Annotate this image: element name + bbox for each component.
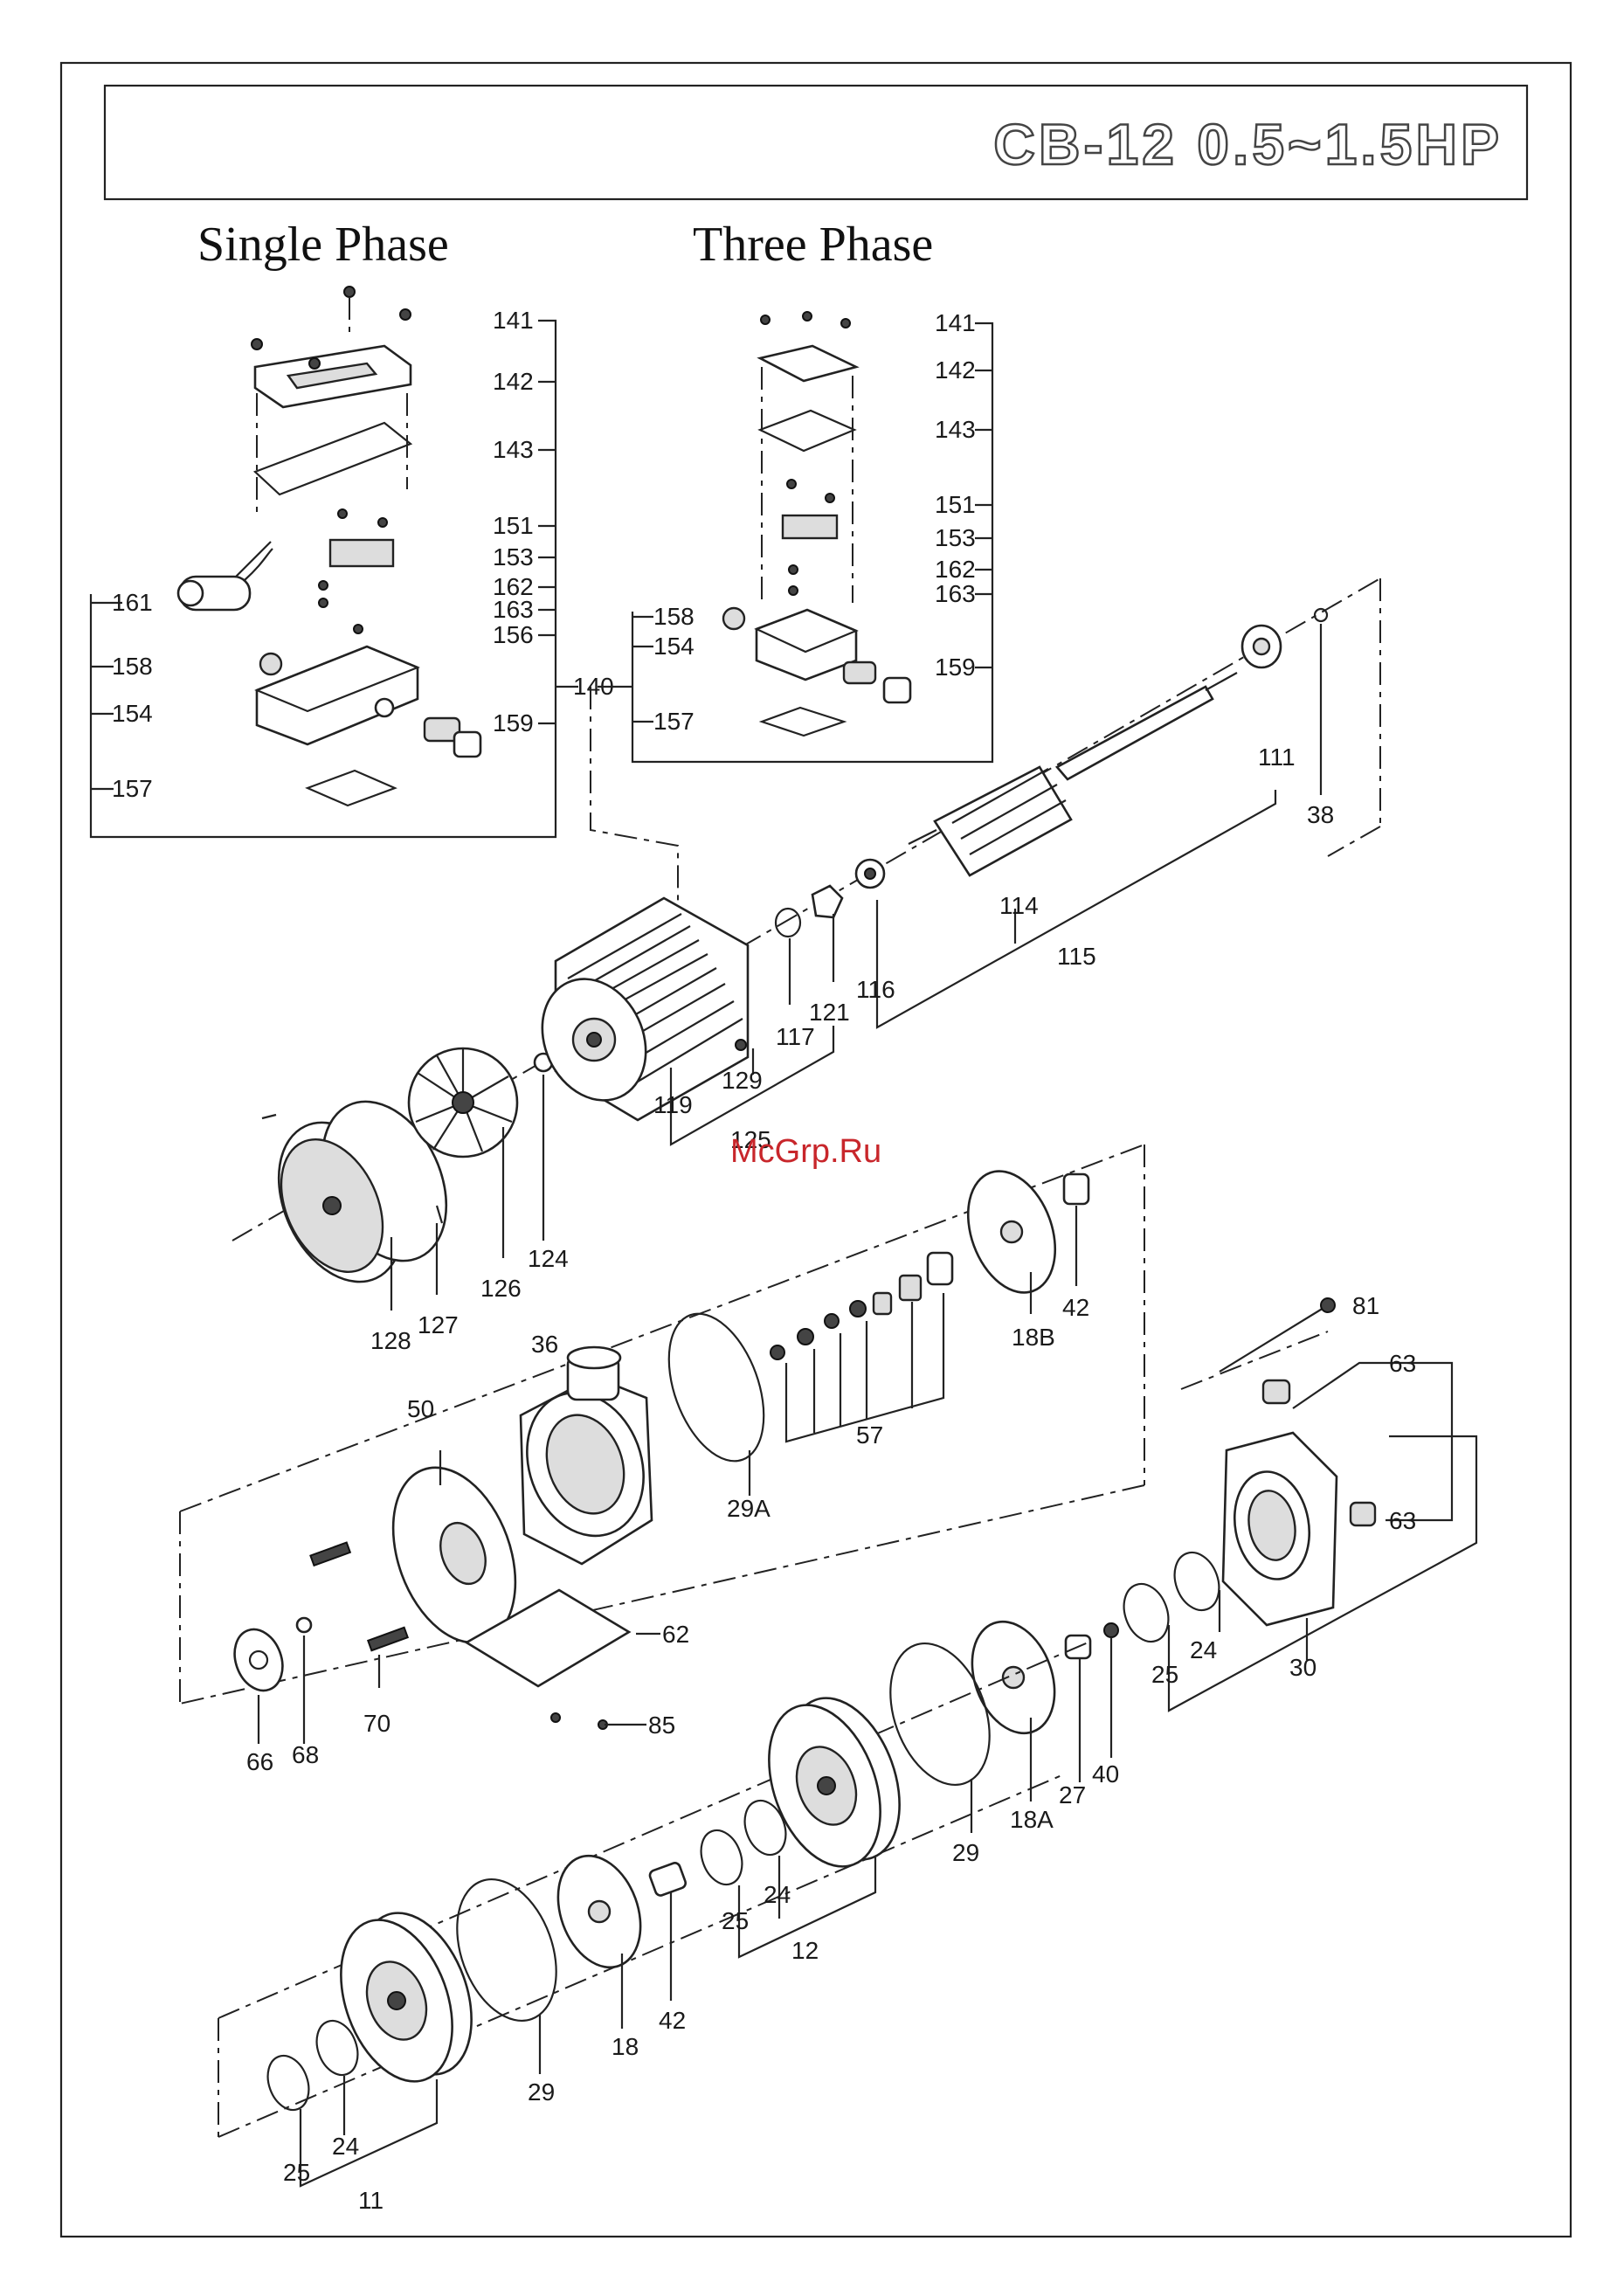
callout-42-top: 42 (1062, 1294, 1089, 1321)
motor-callouts: 111 38 114 115 116 121 117 129 119 125 1… (370, 743, 1334, 1354)
motor-housing (523, 898, 748, 1120)
callout-29-mid: 29 (528, 2078, 555, 2106)
fan-impeller (409, 1048, 517, 1157)
callout-18A: 18A (1010, 1806, 1054, 1833)
callout-27: 27 (1059, 1781, 1086, 1808)
callout-70: 70 (363, 1710, 390, 1737)
callout-153-three: 153 (935, 524, 976, 551)
callout-63-bottom: 63 (1389, 1507, 1416, 1534)
callout-161-single: 161 (112, 589, 153, 616)
callout-151-three: 151 (935, 491, 976, 518)
callout-142-three: 142 (935, 356, 976, 384)
callout-117: 117 (776, 1023, 815, 1050)
callout-157-single: 157 (112, 775, 153, 802)
callout-142-single: 142 (493, 368, 534, 395)
callout-62: 62 (662, 1621, 689, 1648)
callout-24-right: 24 (1190, 1636, 1217, 1663)
callout-50: 50 (407, 1395, 434, 1422)
callout-85: 85 (648, 1712, 675, 1739)
callout-111: 111 (1258, 743, 1296, 771)
callout-57: 57 (856, 1421, 883, 1449)
callout-126: 126 (480, 1275, 522, 1302)
callout-159-single: 159 (493, 709, 534, 737)
callout-18B: 18B (1012, 1324, 1055, 1351)
callout-163-three: 163 (935, 580, 976, 607)
callout-36: 36 (531, 1331, 558, 1358)
callout-124: 124 (528, 1245, 569, 1272)
callout-30: 30 (1289, 1654, 1316, 1681)
callout-18: 18 (612, 2033, 639, 2060)
callout-116: 116 (856, 976, 895, 1003)
callout-66: 66 (246, 1748, 273, 1775)
callout-24-mid: 24 (764, 1881, 791, 1908)
callout-11: 11 (358, 2187, 384, 2214)
callout-127: 127 (418, 1311, 459, 1338)
callout-119: 119 (653, 1091, 693, 1118)
callout-24-low: 24 (332, 2133, 359, 2160)
callout-159-three: 159 (935, 654, 976, 681)
callout-25-right: 25 (1151, 1661, 1178, 1688)
callout-114: 114 (999, 892, 1039, 919)
callout-163-single: 163 (493, 596, 534, 623)
callout-38: 38 (1307, 801, 1334, 828)
callout-115: 115 (1057, 943, 1096, 970)
callout-157-three: 157 (653, 708, 695, 735)
callout-143-three: 143 (935, 416, 976, 443)
callout-121: 121 (809, 999, 850, 1026)
callout-25-mid: 25 (722, 1907, 749, 1934)
callout-143-single: 143 (493, 436, 534, 463)
rotor-shaft (909, 673, 1237, 875)
callout-25-low: 25 (283, 2159, 310, 2186)
callout-129: 129 (722, 1067, 763, 1094)
callout-154-single: 154 (112, 700, 153, 727)
callout-162-three: 162 (935, 556, 976, 583)
pump-head-callouts: 18B 42 57 36 29A 50 62 85 66 68 70 (246, 1294, 1089, 1775)
callout-156-single: 156 (493, 621, 534, 648)
callout-151-single: 151 (493, 512, 534, 539)
callout-63-top: 63 (1389, 1350, 1416, 1377)
callout-40: 40 (1092, 1760, 1119, 1788)
watermark: McGrp.Ru (730, 1133, 881, 1170)
callout-81: 81 (1352, 1292, 1379, 1319)
callout-29-right: 29 (952, 1839, 979, 1866)
pump-casing (508, 1347, 663, 1564)
model-title: CB-12 0.5~1.5HP (993, 112, 1503, 176)
callout-158-single: 158 (112, 653, 153, 680)
suction-cover-group (872, 1298, 1476, 1833)
callout-42-bottom: 42 (659, 2007, 686, 2034)
callout-128: 128 (370, 1327, 411, 1354)
callout-29A: 29A (727, 1495, 771, 1522)
callout-153-single: 153 (493, 543, 534, 571)
callout-158-three: 158 (653, 603, 695, 630)
callout-141-three: 141 (935, 309, 976, 336)
callout-154-three: 154 (653, 633, 695, 660)
callout-68: 68 (292, 1741, 319, 1768)
single-phase-heading: Single Phase (197, 218, 449, 272)
callout-12: 12 (791, 1937, 819, 1964)
callout-141-single: 141 (493, 307, 534, 334)
suction-cover-callouts: 81 63 63 30 24 25 40 27 18A 29 (952, 1292, 1416, 1866)
three-phase-heading: Three Phase (693, 218, 933, 272)
three-phase-terminal-box-group (598, 312, 992, 762)
